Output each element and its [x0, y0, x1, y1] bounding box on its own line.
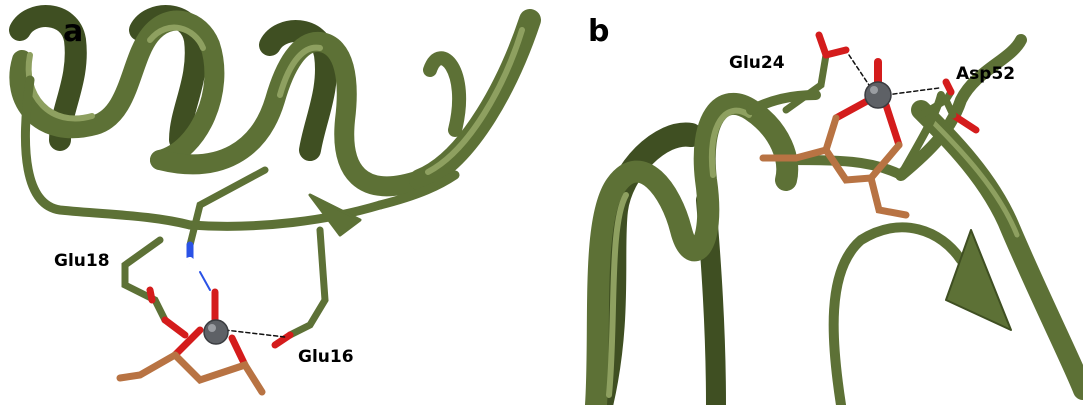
- residue-label-glu18: Glu18: [54, 251, 110, 271]
- molecular-structure-b: b Glu24 Asp52: [541, 0, 1083, 405]
- panel-b: b Glu24 Asp52: [541, 0, 1083, 405]
- metal-atom-b: [865, 82, 891, 108]
- residue-label-glu24: Glu24: [729, 53, 785, 73]
- panel-letter-b: b: [588, 14, 609, 49]
- metal-atom-a: [204, 320, 228, 344]
- side-chains-a: [125, 170, 325, 345]
- molecular-structure-a: a Glu18 Glu16: [0, 0, 541, 405]
- protein-ribbon-b: [596, 40, 1083, 405]
- metal-complex-a: [120, 292, 285, 392]
- protein-ribbon-a: [19, 16, 530, 235]
- panel-letter-a: a: [63, 14, 83, 49]
- residue-label-asp52: Asp52: [956, 64, 1015, 84]
- residue-label-glu16: Glu16: [298, 347, 354, 367]
- panel-a: a Glu18 Glu16: [0, 0, 541, 405]
